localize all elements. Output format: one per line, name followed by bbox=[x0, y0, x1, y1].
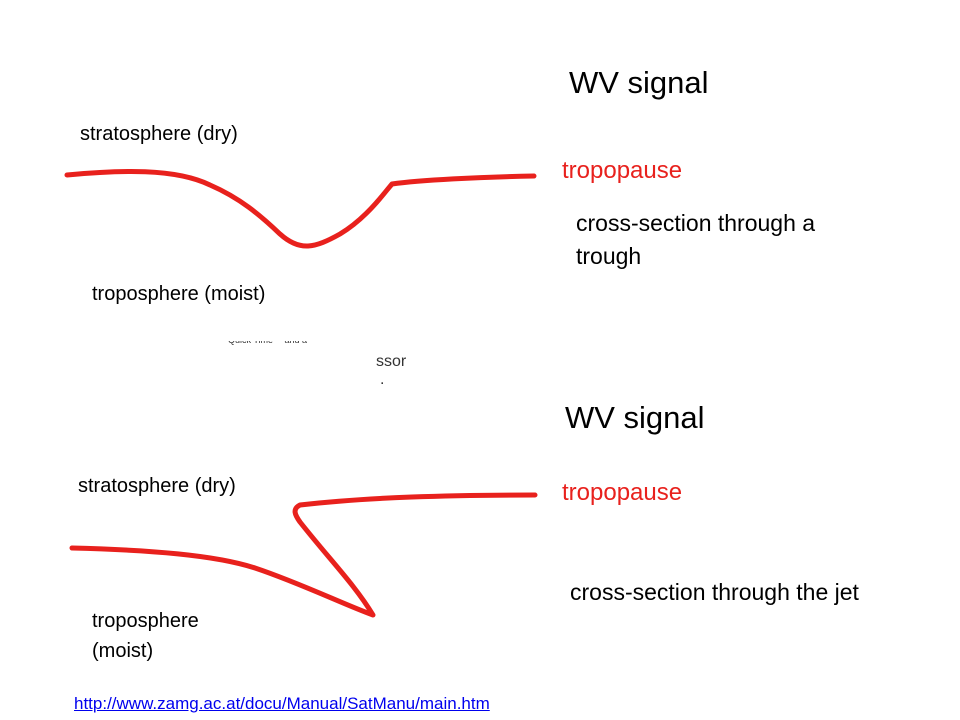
tropopause-label-bottom: tropopause bbox=[562, 479, 683, 506]
caption-bottom: cross-section through the jet bbox=[570, 579, 859, 605]
tropopause-line-jet bbox=[69, 492, 538, 618]
caption-top: cross-section through a trough bbox=[576, 210, 816, 269]
wv-signal-title-bottom: WV signal bbox=[565, 400, 705, 435]
artifact-text-fragment: ssor bbox=[376, 353, 407, 370]
tropopause-label-top: tropopause bbox=[562, 157, 683, 184]
stratosphere-label-bottom: stratosphere (dry) bbox=[78, 475, 236, 497]
wv-signal-title-top: WV signal bbox=[569, 65, 709, 100]
tropopause-line-trough bbox=[64, 168, 537, 249]
source-link[interactable]: http://www.zamg.ac.at/docu/Manual/SatMan… bbox=[74, 694, 490, 713]
troposphere-label-bottom-line1: troposphere bbox=[92, 610, 199, 632]
troposphere-label-bottom-line2: (moist) bbox=[92, 640, 154, 662]
stratosphere-label-top: stratosphere (dry) bbox=[80, 123, 238, 145]
artifact-text-fragment: . bbox=[380, 371, 385, 388]
artifact-mask bbox=[190, 333, 400, 341]
troposphere-label-top: troposphere (moist) bbox=[92, 283, 266, 305]
